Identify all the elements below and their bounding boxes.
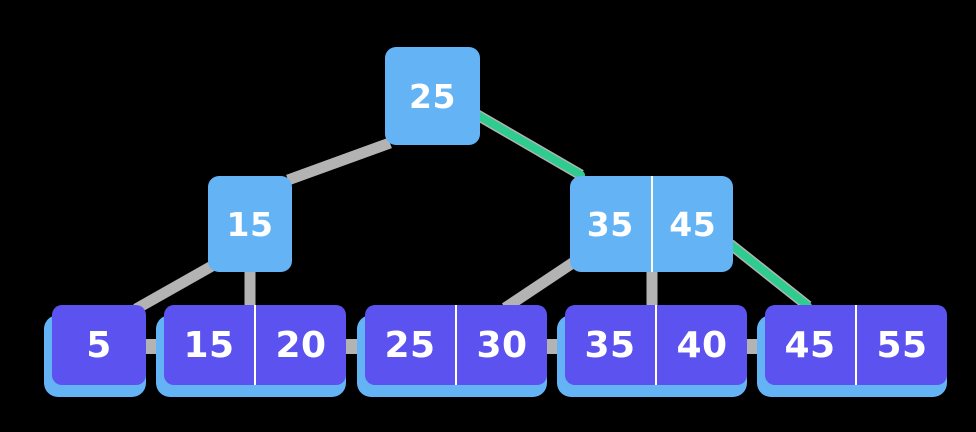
tree-edge-highlighted [470, 109, 585, 179]
leaf-key-cell: 25 [384, 324, 436, 366]
leaf-node-wrapper: 25 30 [357, 305, 547, 397]
leaf-node-wrapper: 45 55 [757, 305, 947, 397]
tree-leaf-4[interactable]: 45 55 [765, 305, 947, 385]
tree-leaf-3[interactable]: 35 40 [565, 305, 747, 385]
node-key-cell: 35 [586, 204, 634, 244]
tree-edge [501, 257, 578, 313]
tree-node-internal-left[interactable]: 15 [208, 176, 292, 272]
leaf-key-cell: 30 [455, 305, 547, 385]
leaf-key-cell: 40 [655, 305, 747, 385]
tree-node-internal-right[interactable]: 35 45 [570, 176, 733, 272]
tree-edge [133, 261, 215, 314]
leaf-node-wrapper: 35 40 [557, 305, 747, 397]
leaf-key-cell: 5 [86, 324, 112, 366]
leaf-key-cell: 20 [254, 305, 346, 385]
leaf-node-wrapper: 15 20 [156, 305, 346, 397]
leaf-key-cell: 55 [855, 305, 947, 385]
leaf-key-cell: 35 [584, 324, 636, 366]
leaf-key-cell: 45 [784, 324, 836, 366]
tree-leaf-1[interactable]: 15 20 [164, 305, 346, 385]
node-key-cell: 25 [409, 76, 456, 116]
node-key-cell: 15 [226, 204, 274, 244]
tree-leaf-0[interactable]: 5 [52, 305, 146, 385]
tree-edge [286, 137, 392, 186]
leaf-key-cell: 15 [183, 324, 235, 366]
tree-node-root[interactable]: 25 [385, 47, 480, 145]
leaf-node-wrapper: 5 [44, 305, 146, 397]
tree-leaf-2[interactable]: 25 30 [365, 305, 547, 385]
node-key-cell: 45 [650, 176, 734, 272]
tree-edge-highlighted [726, 240, 812, 310]
